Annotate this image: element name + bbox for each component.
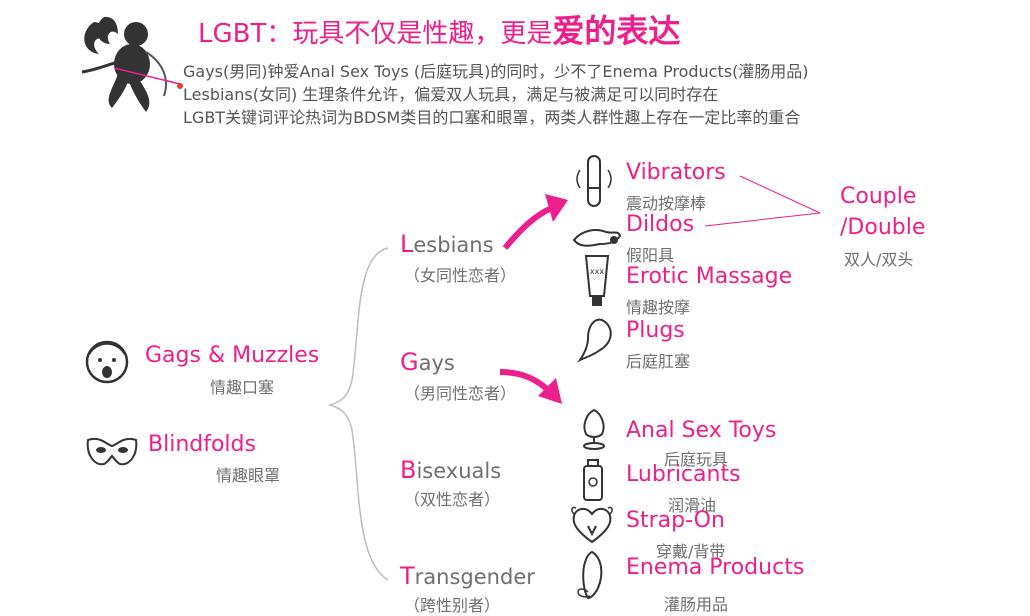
enema-icon: [577, 550, 603, 600]
group-transgender: Transgender: [400, 562, 535, 590]
bottle-icon: [583, 459, 603, 501]
couple-en: Couple: [840, 184, 917, 209]
gay-arrow: [499, 369, 551, 393]
plug-icon: [577, 318, 612, 363]
strap-on-cn: 穿戴/背带: [656, 542, 726, 561]
tube-icon: xxx: [584, 255, 610, 306]
group-lesbians: Lesbians: [400, 230, 494, 258]
mask-icon: [86, 437, 138, 466]
plugs-en: Plugs: [626, 318, 685, 343]
group-transgender-cn: （跨性别者）: [404, 596, 501, 615]
dildo-icon: [572, 229, 622, 247]
vibrator-icon: [576, 155, 612, 207]
group-bisexuals: Bisexuals: [400, 456, 502, 484]
heart-strap-icon: [571, 506, 613, 544]
couple-line-bottom: [704, 212, 821, 227]
page-title: LGBT：玩具不仅是性趣，更是爱的表达: [198, 12, 681, 50]
enema-products-cn: 灌肠用品: [664, 595, 729, 614]
group-gays: Gays: [400, 348, 455, 376]
lubricants-en: Lubricants: [626, 462, 741, 487]
cupid-icon: [81, 16, 183, 112]
group-gays-cn: （男同性恋者）: [404, 384, 517, 403]
vibrators-en: Vibrators: [626, 160, 726, 185]
group-brace: [327, 247, 389, 581]
lesbian-arrowhead: [545, 194, 568, 222]
double-en: /Double: [840, 215, 926, 240]
lubricants-cn: 润滑油: [668, 496, 717, 515]
desc-line-1: Gays(男同)钟爱Anal Sex Toys (后庭玩具)的同时，少不了Ene…: [183, 62, 809, 81]
couple-cn: 双人/双头: [844, 250, 914, 269]
desc-line-3: LGBT关键词评论热词为BDSM类目的口塞和眼罩，两类人群性趣上存在一定比率的重…: [183, 108, 801, 127]
strap-on-en: Strap-On: [626, 508, 725, 533]
gags-en: Gags & Muzzles: [145, 343, 320, 368]
gags-cn: 情趣口塞: [210, 378, 275, 397]
blindfolds-en: Blindfolds: [148, 432, 256, 457]
erotic-massage-en: Erotic Massage: [626, 264, 793, 289]
lesbian-arrow: [502, 205, 554, 250]
face-gag-icon: [85, 340, 129, 384]
vibrators-cn: 震动按摩棒: [626, 194, 707, 213]
couple-line-top: [739, 175, 821, 214]
gay-arrowhead: [538, 378, 562, 404]
anal-toy-icon: [583, 408, 605, 450]
dildos-en: Dildos: [626, 212, 695, 237]
anal-sex-toys-en: Anal Sex Toys: [626, 418, 777, 443]
group-bisexuals-cn: （双性恋者）: [404, 490, 501, 509]
group-lesbians-cn: （女同性恋者）: [404, 266, 517, 285]
blindfolds-cn: 情趣眼罩: [216, 466, 281, 485]
anal-sex-toys-cn: 后庭玩具: [664, 450, 729, 469]
desc-line-2: Lesbians(女同) 生理条件允许，偏爱双人玩具，满足与被满足可以同时存在: [183, 85, 719, 104]
dildos-cn: 假阳具: [626, 246, 675, 265]
erotic-massage-cn: 情趣按摩: [626, 298, 691, 317]
enema-products-en: Enema Products: [626, 555, 805, 580]
svg-text:xxx: xxx: [590, 267, 604, 276]
plugs-cn: 后庭肛塞: [626, 352, 691, 371]
